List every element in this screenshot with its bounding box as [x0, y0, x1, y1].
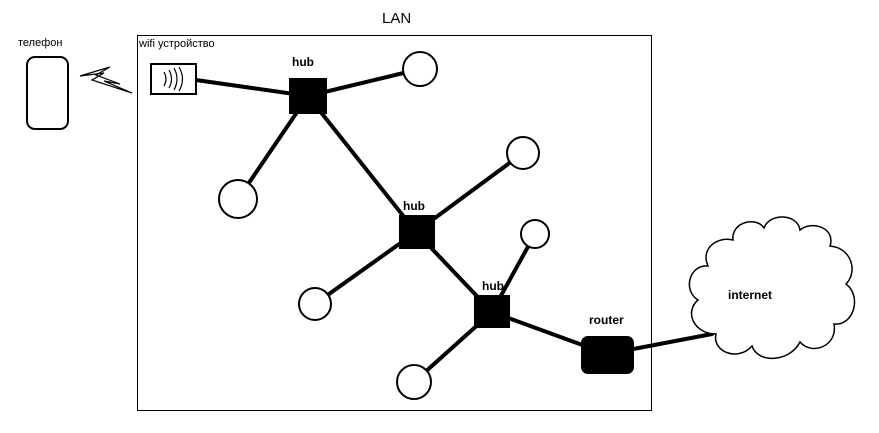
- node-a: [402, 51, 438, 87]
- node-b: [218, 179, 258, 219]
- router-device: [581, 336, 634, 374]
- node-e: [520, 219, 550, 249]
- hub-1-label: hub: [292, 55, 314, 69]
- node-f: [396, 364, 432, 400]
- wireless-lightning-icon: [79, 66, 133, 94]
- router-label: router: [589, 313, 624, 327]
- hub-2: [399, 215, 435, 249]
- link-hub1-hub2: [306, 94, 418, 234]
- wifi-device-label: wifi устройство: [139, 38, 215, 50]
- internet-label: internet: [728, 288, 773, 302]
- wifi-signal-icon: [163, 66, 184, 92]
- hub-3-label: hub: [482, 279, 504, 293]
- node-c: [506, 136, 540, 170]
- hub-2-label: hub: [403, 199, 425, 213]
- hubs: [289, 78, 510, 328]
- diagram-title: LAN: [382, 10, 412, 27]
- hub-1: [289, 78, 327, 114]
- phone-label: телефон: [18, 37, 63, 49]
- end-nodes: [218, 51, 550, 400]
- hub-3: [474, 295, 510, 328]
- node-d: [298, 287, 332, 321]
- wifi-device: [150, 63, 197, 95]
- connections: [194, 67, 714, 384]
- phone-device: [26, 56, 69, 130]
- lan-boundary: [137, 35, 652, 411]
- internet-cloud-icon: [688, 216, 856, 360]
